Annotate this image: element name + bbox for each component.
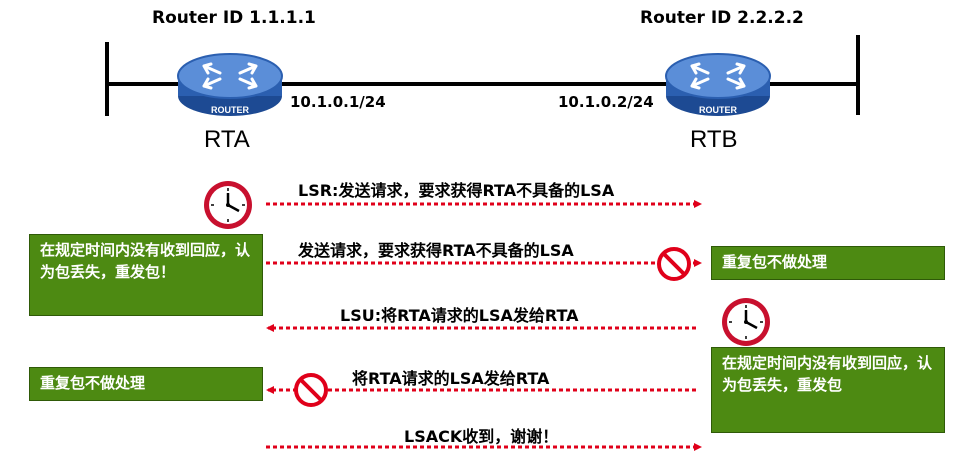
router-id-rtb: Router ID 2.2.2.2	[640, 8, 804, 28]
note-rtb-timeout: 在规定时间内没有收到回应，认为包丢失，重发包	[711, 347, 945, 433]
msg-lsu: LSU:将RTA请求的LSA发给RTA	[340, 306, 579, 325]
msg-lsu-retransmit: 将RTA请求的LSA发给RTA	[352, 369, 550, 388]
ip-rtb: 10.1.0.2/24	[558, 93, 654, 111]
router-icon-rta: ROUTER	[177, 53, 283, 116]
router-name-rtb: RTB	[690, 126, 738, 153]
note-rta-timeout: 在规定时间内没有收到回应，认为包丢失，重发包！	[29, 234, 263, 316]
msg-lsack: LSACK收到，谢谢！	[404, 427, 559, 446]
router-badge-rta: ROUTER	[211, 105, 250, 115]
note-rta-duplicate: 重复包不做处理	[29, 367, 263, 401]
ip-rta: 10.1.0.1/24	[290, 93, 386, 111]
clock-icon-rtb	[722, 298, 770, 346]
router-id-rta: Router ID 1.1.1.1	[152, 8, 316, 28]
msg-lsr-retransmit: 发送请求，要求获得RTA不具备的LSA	[298, 241, 574, 260]
router-badge-rtb: ROUTER	[699, 105, 738, 115]
no-entry-icon-rta	[294, 373, 328, 407]
clock-icon-rta	[204, 181, 252, 229]
router-name-rta: RTA	[204, 126, 250, 153]
router-icon-rtb: ROUTER	[665, 53, 771, 116]
note-rtb-duplicate: 重复包不做处理	[711, 246, 945, 280]
no-entry-icon-rtb	[657, 247, 691, 281]
msg-lsr: LSR:发送请求，要求获得RTA不具备的LSA	[298, 181, 615, 200]
